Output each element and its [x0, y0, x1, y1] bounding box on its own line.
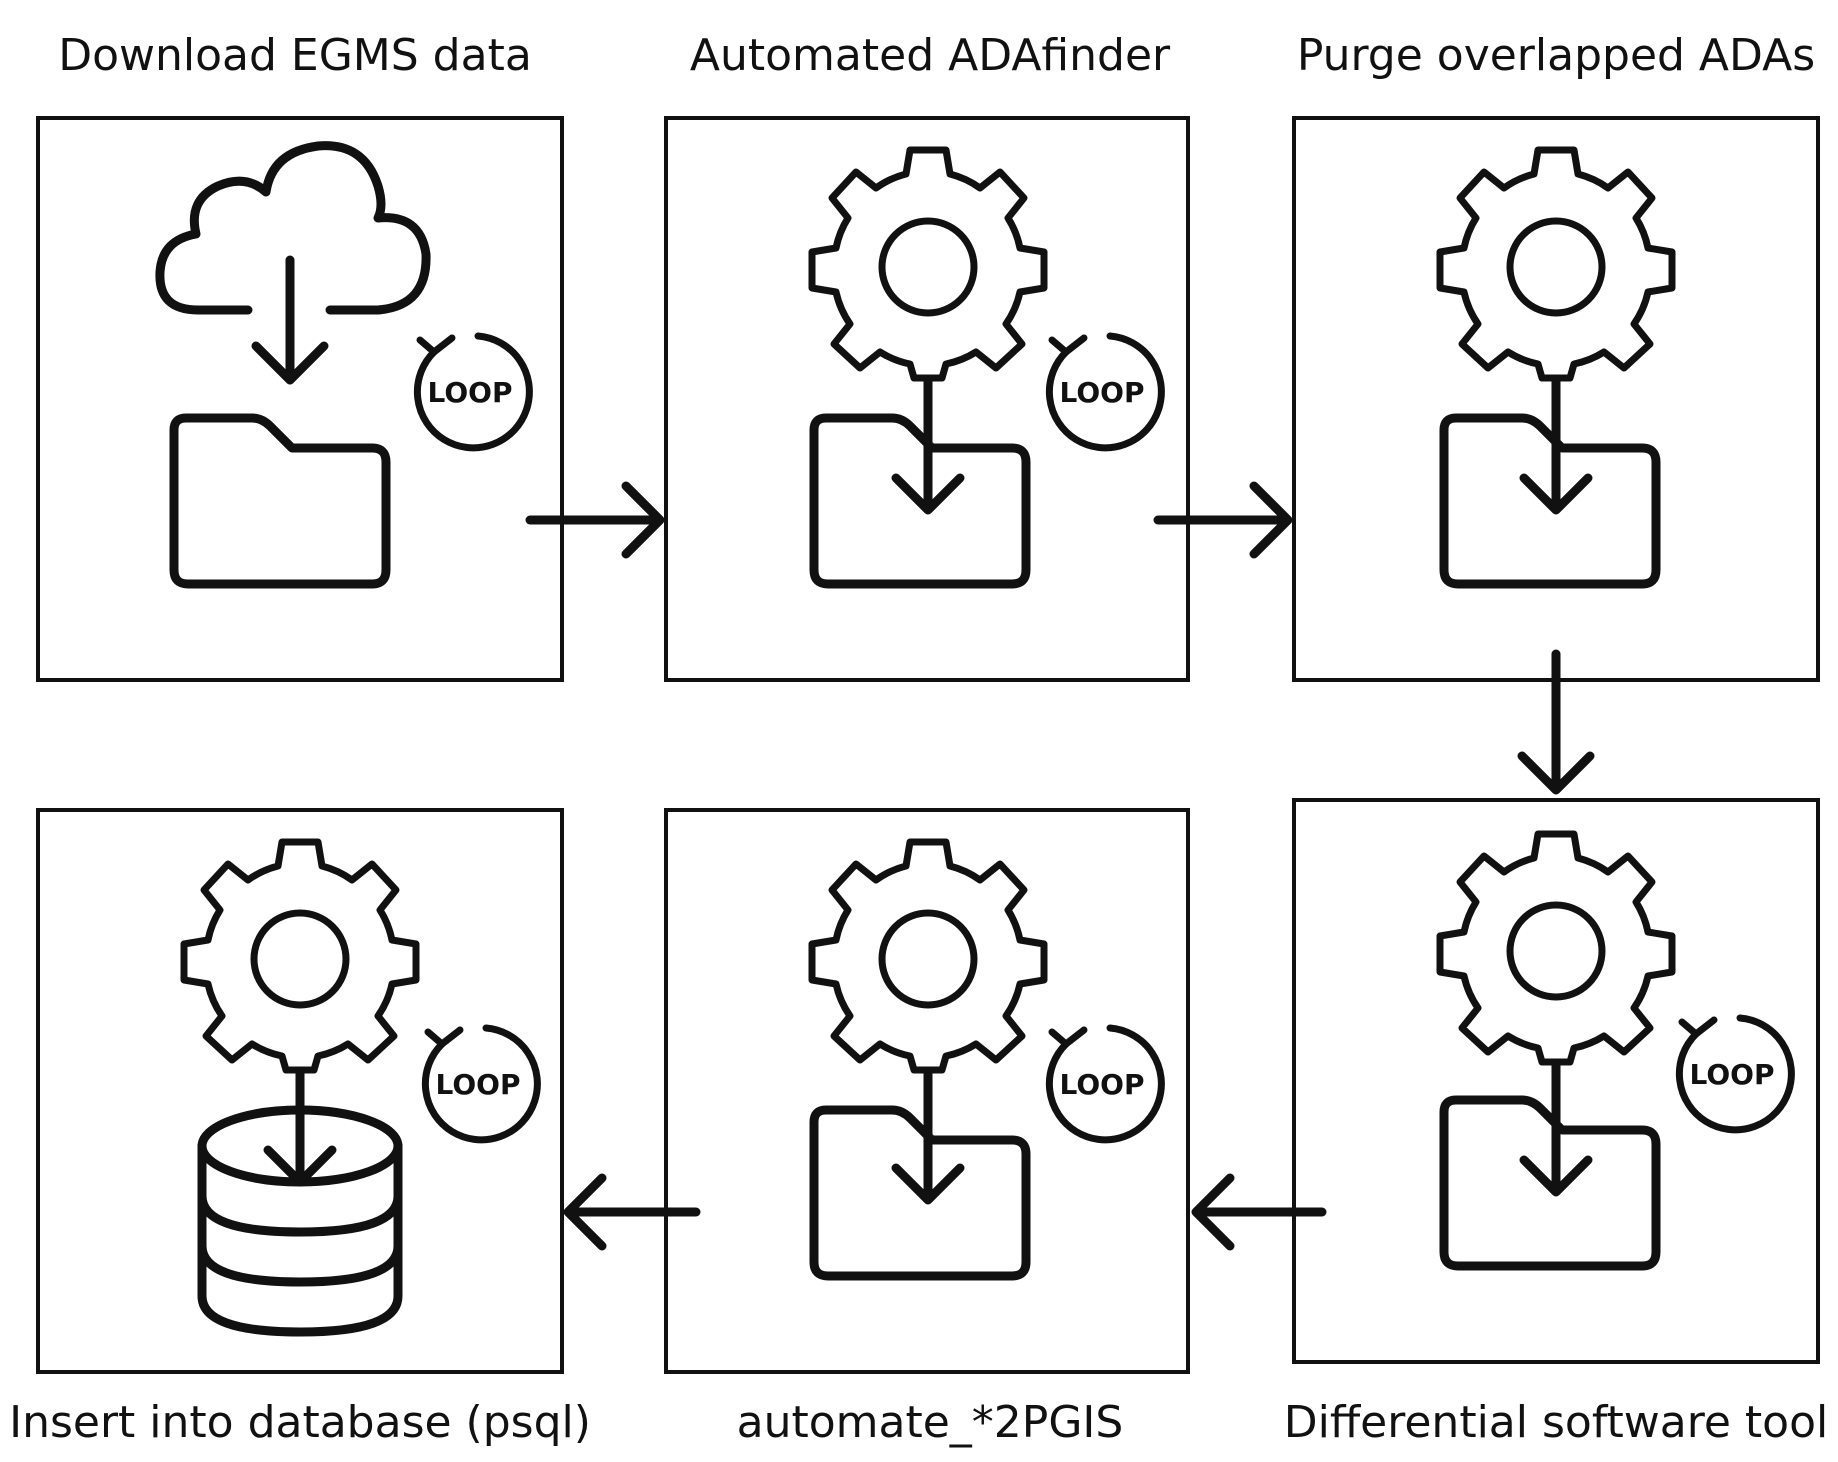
loop-label: LOOP	[428, 376, 513, 409]
loop-icon: LOOP	[417, 336, 529, 448]
database-icon	[197, 1105, 403, 1337]
step-label-download: Download EGMS data	[58, 30, 532, 81]
step-label-adafinder: Automated ADAfinder	[690, 30, 1171, 81]
step-label-purge: Purge overlapped ADAs	[1297, 30, 1815, 81]
loop-icon: LOOP	[1679, 1018, 1791, 1130]
flow-arrow-automate-to-insert	[563, 1173, 701, 1251]
loop-label: LOOP	[1060, 376, 1145, 409]
step-insert: Insert into database (psql) LOOP	[9, 808, 591, 1448]
loop-icon: LOOP	[1049, 1028, 1161, 1140]
step-differential: Differential software tool LOOP	[1284, 798, 1828, 1448]
loop-icon: LOOP	[425, 1028, 537, 1140]
flow-arrow-differential-to-automate	[1191, 1173, 1327, 1251]
flow-arrow-purge-to-differential	[1517, 649, 1595, 795]
step-label-insert: Insert into database (psql)	[9, 1397, 591, 1448]
cloud-download-icon	[155, 141, 431, 385]
loop-label: LOOP	[1690, 1058, 1775, 1091]
loop-label: LOOP	[436, 1068, 521, 1101]
down-arrow-icon	[891, 1067, 965, 1205]
step-automate: automate_*2PGIS LOOP	[664, 808, 1190, 1448]
step-download: Download EGMS data LOOP	[36, 30, 564, 682]
loop-icon: LOOP	[1049, 336, 1161, 448]
down-arrow-icon	[1519, 375, 1593, 515]
step-label-automate: automate_*2PGIS	[737, 1397, 1124, 1448]
flow-arrow-adafinder-to-purge	[1153, 481, 1293, 559]
step-purge: Purge overlapped ADAs	[1292, 30, 1820, 682]
loop-label: LOOP	[1060, 1068, 1145, 1101]
flow-arrow-download-to-adafinder	[525, 481, 665, 559]
down-arrow-icon	[263, 1067, 337, 1187]
step-adafinder: Automated ADAfinder LOOP	[664, 30, 1190, 682]
step-label-differential: Differential software tool	[1284, 1397, 1828, 1448]
down-arrow-icon	[1519, 1059, 1593, 1197]
down-arrow-icon	[891, 375, 965, 515]
